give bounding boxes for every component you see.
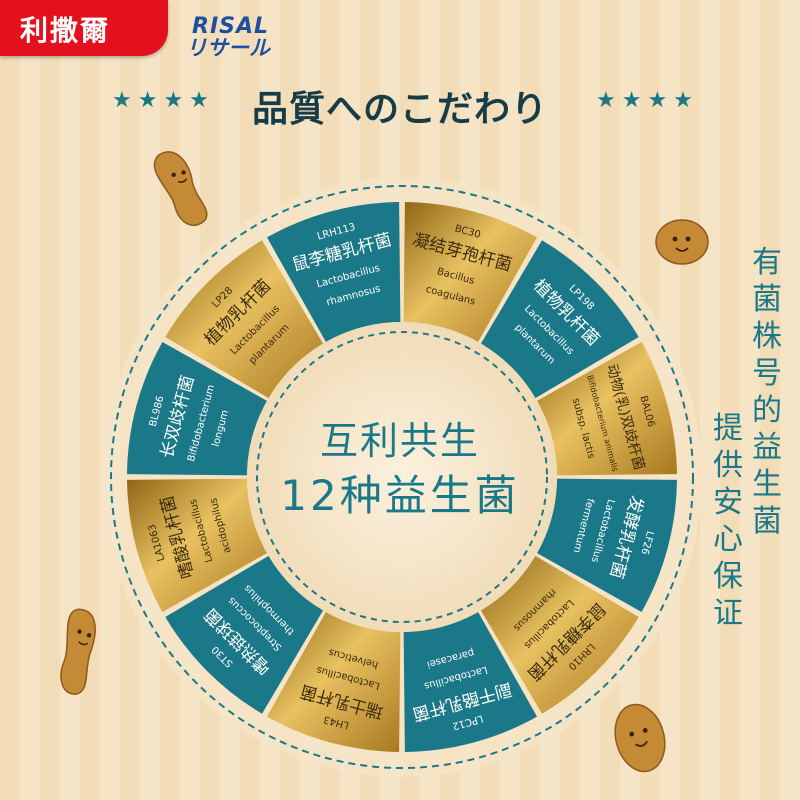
side-text-column-2: 提供安心保证 [713,411,743,631]
strain-segment [480,555,639,714]
strain-wheel [127,202,677,752]
strain-segment [403,202,537,342]
center-count: 12种益生菌 [280,471,520,520]
strain-segment [480,240,639,399]
logo-latin: RISAL [192,14,270,39]
strain-segment [165,555,324,714]
strain-segment [165,240,324,399]
bacteria-mascot-icon [153,151,208,227]
center-slogan: 互利共生 [319,419,480,463]
star-icon-row-right: ★★★★ [596,88,699,113]
strain-segment [267,202,401,342]
strain-segment [127,478,267,612]
strain-segment [403,612,537,752]
bacteria-mascot-icon [60,608,96,695]
inner-dashed-ring [256,331,548,623]
risal-logo: RISAL リサール [186,14,296,60]
side-text-column-1: 有菌株号的益生菌 [752,245,782,539]
brand-badge: 利撒爾 [0,0,168,56]
logo-katakana: リサール [186,36,270,60]
brand-chinese-name: 利撒爾 [20,14,111,47]
strain-segment [127,342,267,476]
strain-segment [267,612,401,752]
strain-segment [537,342,677,476]
star-icon-row-left: ★★★★ [112,88,215,113]
bacteria-mascot-icon [655,219,709,265]
page-title: 品質へのこだわり [251,89,548,130]
wheel-center [247,322,557,632]
strain-segment [537,478,677,612]
bacteria-mascot-icon [614,703,666,773]
outer-dashed-ring [110,185,694,769]
